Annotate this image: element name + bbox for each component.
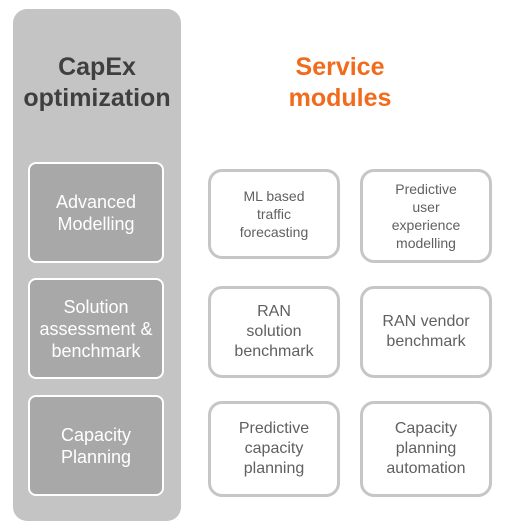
module-ml-traffic-forecasting: ML based traffic forecasting (208, 169, 340, 259)
module-label: RAN vendor benchmark (382, 313, 470, 350)
module-predictive-capacity-planning: Predictive capacity planning (208, 401, 340, 497)
capex-title: CapEx optimization (23, 53, 171, 112)
module-capacity-planning-automation: Capacity planning automation (360, 401, 492, 497)
module-predictive-ux-modelling: Predictive user experience modelling (360, 169, 492, 263)
module-label: Predictive capacity planning (238, 420, 310, 477)
solution-assessment-label: Solution assessment & benchmark (39, 296, 153, 361)
solution-assessment-box: Solution assessment & benchmark (28, 278, 164, 379)
module-label: RAN solution benchmark (234, 303, 314, 360)
service-modules-title: Service modules (288, 53, 392, 112)
module-ran-solution-benchmark: RAN solution benchmark (208, 286, 340, 378)
module-label: Capacity planning automation (386, 420, 466, 477)
capacity-planning-box: Capacity Planning (28, 395, 164, 496)
module-ran-vendor-benchmark: RAN vendor benchmark (360, 286, 492, 378)
advanced-modelling-label: Advanced Modelling (55, 191, 137, 234)
advanced-modelling-box: Advanced Modelling (28, 162, 164, 263)
module-label: Predictive user experience modelling (391, 181, 461, 251)
capacity-planning-label: Capacity Planning (60, 424, 132, 467)
module-label: ML based traffic forecasting (239, 188, 309, 240)
